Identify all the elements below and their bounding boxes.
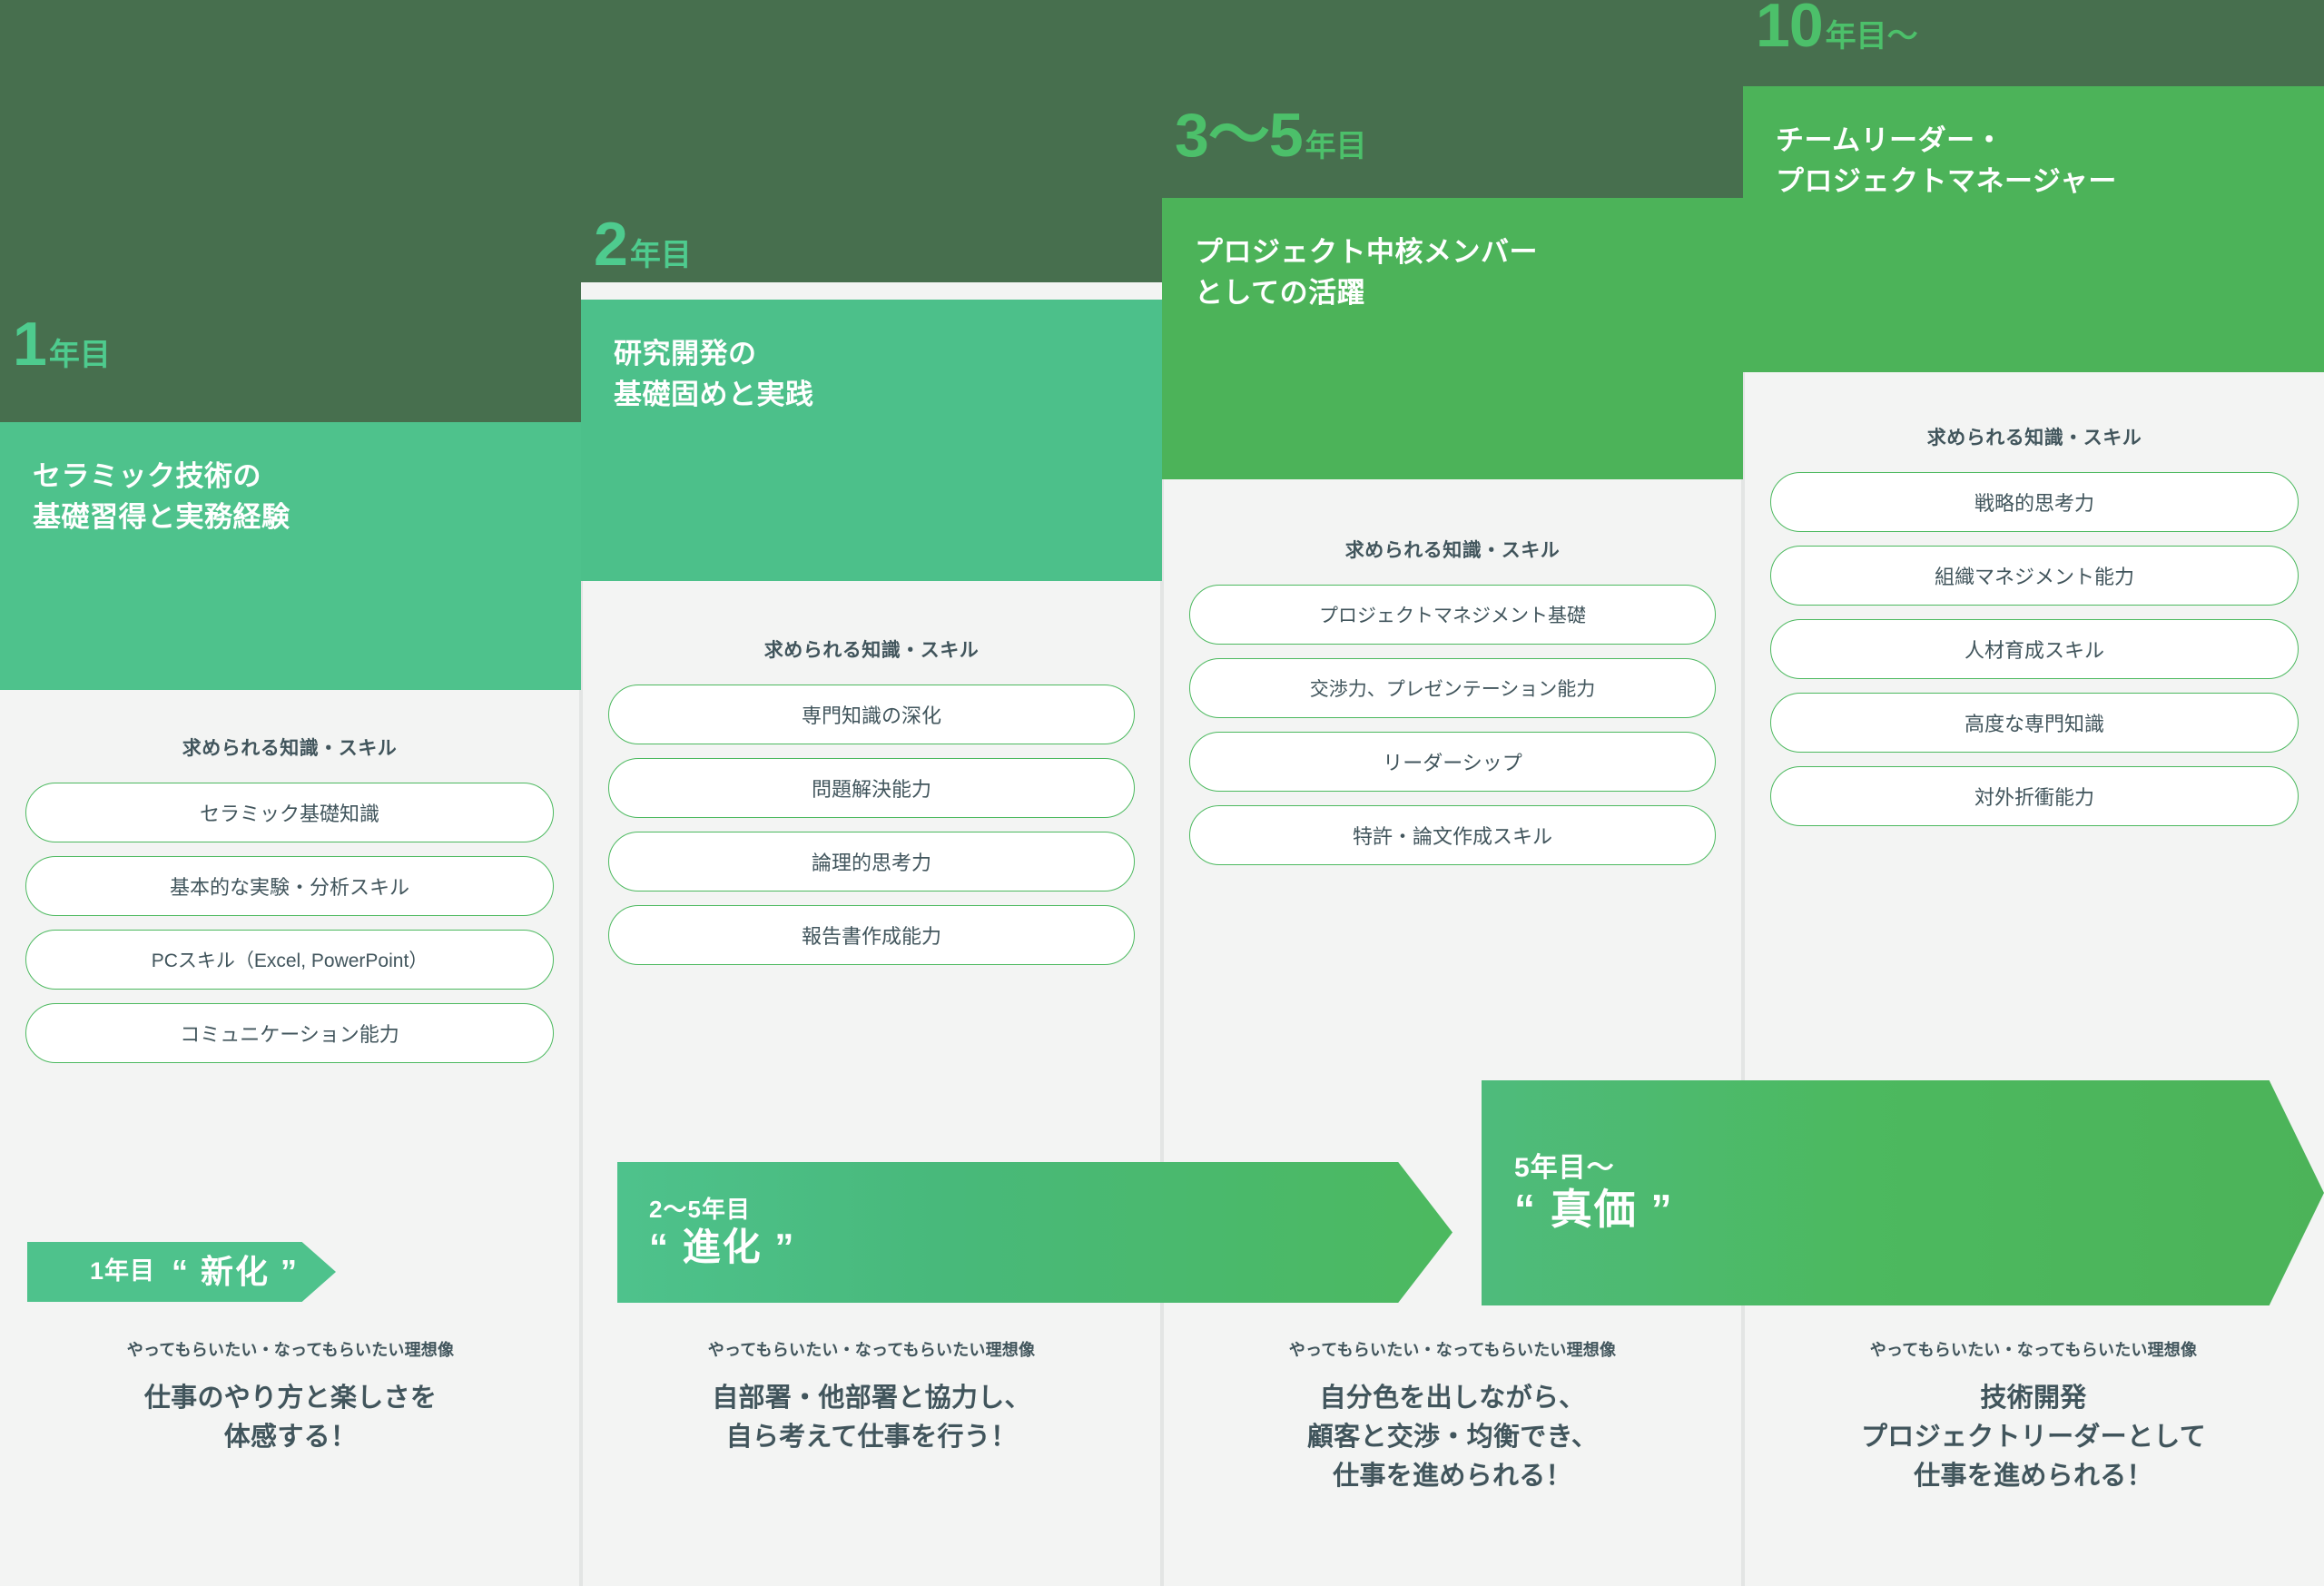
year-tag-2: 2年目 bbox=[594, 213, 692, 275]
column-1-ideal-caption: やってもらいたい・なってもらいたい理想像 bbox=[126, 1341, 455, 1359]
backdrop-step-3 bbox=[0, 103, 1743, 212]
phase-arrow-2: 2〜5年目 “ 進化 ” bbox=[617, 1162, 1452, 1303]
column-2-skills-heading: 求められる知識・スキル bbox=[763, 640, 980, 661]
skill-pill[interactable]: 戦略的思考力 bbox=[1770, 472, 2299, 532]
year-tag-1-number: 1 bbox=[13, 310, 47, 379]
skill-pill[interactable]: 問題解決能力 bbox=[608, 758, 1135, 818]
stage-column-3: 3〜5年目 プロジェクト中核メンバー としての活躍 求められる知識・スキル プロ… bbox=[1162, 0, 1743, 1586]
skill-pill[interactable]: 基本的な実験・分析スキル bbox=[25, 856, 554, 916]
phase-arrow-2-word: “ 進化 ” bbox=[649, 1225, 796, 1268]
skill-pill[interactable]: 特許・論文作成スキル bbox=[1189, 805, 1716, 865]
year-tag-2-unit: 年目 bbox=[629, 238, 692, 272]
column-1-header: セラミック技術の 基礎習得と実務経験 bbox=[0, 422, 581, 690]
phase-arrow-3-word: “ 真価 ” bbox=[1514, 1186, 1674, 1234]
skill-pill[interactable]: コミュニケーション能力 bbox=[25, 1003, 554, 1063]
column-2-ideal-caption: やってもらいたい・なってもらいたい理想像 bbox=[707, 1341, 1036, 1359]
column-2-ideal-body: 自部署・他部署と協力し、 自ら考えて仕事を行う！ bbox=[712, 1384, 1031, 1452]
skill-pill[interactable]: 交渉力、プレゼンテーション能力 bbox=[1189, 658, 1716, 718]
year-tag-3-number: 3〜5 bbox=[1175, 101, 1304, 170]
skill-pill[interactable]: プロジェクトマネジメント基礎 bbox=[1189, 585, 1716, 645]
column-3-skills-heading: 求められる知識・スキル bbox=[1344, 540, 1561, 561]
stage-column-1: 1年目 セラミック技術の 基礎習得と実務経験 求められる知識・スキル セラミック… bbox=[0, 0, 581, 1586]
column-2-header: 研究開発の 基礎固めと実践 bbox=[581, 300, 1162, 581]
column-3-ideal-body: 自分色を出しながら、 顧客と交渉・均衡でき、 仕事を進められる！ bbox=[1306, 1384, 1599, 1491]
year-tag-1: 1年目 bbox=[13, 313, 111, 375]
skill-pill[interactable]: 高度な専門知識 bbox=[1770, 693, 2299, 753]
column-4-header: チームリーダー・ プロジェクトマネージャー bbox=[1743, 86, 2324, 372]
column-4-title: チームリーダー・ プロジェクトマネージャー bbox=[1776, 124, 2117, 197]
skill-pill[interactable]: PCスキル（Excel, PowerPoint） bbox=[25, 930, 554, 990]
phase-arrow-3: 5年目〜 “ 真価 ” bbox=[1482, 1080, 2324, 1305]
column-2-panel: 求められる知識・スキル 専門知識の深化 問題解決能力 論理的思考力 報告書作成能… bbox=[581, 581, 1162, 1586]
phase-arrow-1-year: 1年目 bbox=[89, 1257, 155, 1286]
column-3-panel: 求められる知識・スキル プロジェクトマネジメント基礎 交渉力、プレゼンテーション… bbox=[1162, 479, 1743, 1586]
skill-pill[interactable]: セラミック基礎知識 bbox=[25, 783, 554, 842]
column-4-panel: 求められる知識・スキル 戦略的思考力 組織マネジメント能力 人材育成スキル 高度… bbox=[1743, 372, 2324, 1586]
year-tag-3-unit: 年目 bbox=[1305, 129, 1367, 163]
skill-pill[interactable]: 報告書作成能力 bbox=[608, 905, 1135, 965]
phase-arrow-2-year: 2〜5年目 bbox=[649, 1196, 751, 1224]
skill-pill[interactable]: 対外折衝能力 bbox=[1770, 766, 2299, 826]
column-2-title: 研究開発の 基礎固めと実践 bbox=[614, 338, 814, 410]
column-1-skills-heading: 求められる知識・スキル bbox=[182, 738, 398, 759]
year-tag-1-unit: 年目 bbox=[48, 338, 111, 372]
column-4-ideal-body: 技術開発 プロジェクトリーダーとして 仕事を進められる！ bbox=[1860, 1384, 2207, 1491]
year-tag-4-number: 10 bbox=[1756, 0, 1824, 60]
column-4-ideal: やってもらいたい・なってもらいたい理想像 技術開発 プロジェクトリーダーとして … bbox=[1743, 1337, 2324, 1496]
skill-pill[interactable]: リーダーシップ bbox=[1189, 732, 1716, 792]
year-tag-3: 3〜5年目 bbox=[1175, 104, 1367, 166]
skill-pill[interactable]: 専門知識の深化 bbox=[608, 685, 1135, 744]
skill-pill[interactable]: 組織マネジメント能力 bbox=[1770, 546, 2299, 606]
stage-column-2: 2年目 研究開発の 基礎固めと実践 求められる知識・スキル 専門知識の深化 問題… bbox=[581, 0, 1162, 1586]
column-1-panel: 求められる知識・スキル セラミック基礎知識 基本的な実験・分析スキル PCスキル… bbox=[0, 690, 581, 1586]
column-4-skills-heading: 求められる知識・スキル bbox=[1926, 428, 2142, 448]
year-tag-4-unit: 年目〜 bbox=[1825, 19, 1918, 54]
year-tag-4: 10年目〜 bbox=[1756, 0, 1918, 56]
stage-column-4: 10年目〜 チームリーダー・ プロジェクトマネージャー 求められる知識・スキル … bbox=[1743, 0, 2324, 1586]
column-3-ideal-caption: やってもらいたい・なってもらいたい理想像 bbox=[1288, 1341, 1617, 1359]
phase-arrow-1: 1年目 “ 新化 ” bbox=[27, 1242, 336, 1302]
column-1-ideal: やってもらいたい・なってもらいたい理想像 仕事のやり方と楽しさを 体感する！ bbox=[0, 1337, 581, 1457]
phase-arrow-3-year: 5年目〜 bbox=[1514, 1152, 1615, 1183]
column-2-ideal: やってもらいたい・なってもらいたい理想像 自部署・他部署と協力し、 自ら考えて仕… bbox=[581, 1337, 1162, 1457]
column-1-ideal-body: 仕事のやり方と楽しさを 体感する！ bbox=[143, 1384, 438, 1452]
column-1-title: セラミック技術の 基礎習得と実務経験 bbox=[33, 460, 290, 533]
phase-arrow-1-word: “ 新化 ” bbox=[172, 1253, 300, 1291]
year-tag-2-number: 2 bbox=[594, 210, 628, 279]
skill-pill[interactable]: 論理的思考力 bbox=[608, 832, 1135, 892]
column-3-ideal: やってもらいたい・なってもらいたい理想像 自分色を出しながら、 顧客と交渉・均衡… bbox=[1162, 1337, 1743, 1496]
skill-pill[interactable]: 人材育成スキル bbox=[1770, 619, 2299, 679]
column-3-header: プロジェクト中核メンバー としての活躍 bbox=[1162, 198, 1743, 479]
column-4-ideal-caption: やってもらいたい・なってもらいたい理想像 bbox=[1869, 1341, 2198, 1359]
column-3-title: プロジェクト中核メンバー としての活躍 bbox=[1195, 236, 1538, 309]
